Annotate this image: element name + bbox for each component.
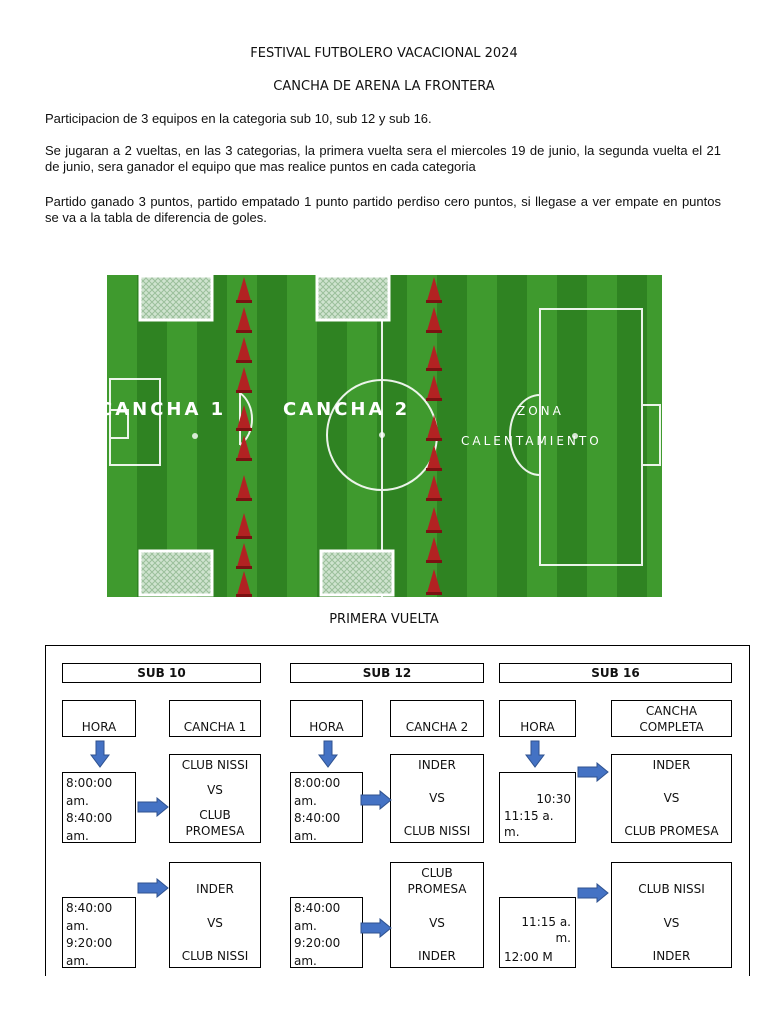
sub16-match2-times: 11:15 a. m. 12:00 M: [499, 897, 576, 968]
team-away: CLUB NISSI: [403, 824, 471, 838]
sub10-match2: INDER VS CLUB NISSI: [169, 862, 261, 968]
team-home: CLUB NISSI: [638, 882, 705, 896]
sub12-match1: INDER VS CLUB NISSI: [390, 754, 484, 843]
vs-label: VS: [663, 915, 680, 930]
time-end-suffix: am.: [294, 953, 317, 968]
arrow-down-icon: [318, 740, 338, 768]
paragraph-points: Partido ganado 3 puntos, partido empatad…: [45, 194, 721, 225]
field-label-calentamiento: CALENTAMIENTO: [461, 434, 602, 448]
vs-label: VS: [663, 791, 680, 805]
vs-label: VS: [429, 915, 445, 930]
time-start-suffix: am.: [294, 793, 317, 808]
time-start-suffix: am.: [66, 918, 89, 933]
arrow-right-icon: [360, 790, 392, 810]
cancha-completa-text: CANCHA COMPLETA: [639, 703, 704, 734]
vs-label: VS: [207, 915, 223, 930]
field-drawing: [107, 275, 662, 597]
vs-label: VS: [207, 783, 223, 797]
sub12-match2: CLUB PROMESA VS INDER: [390, 862, 484, 968]
vs-label: VS: [429, 791, 445, 805]
section-title-primera-vuelta: PRIMERA VUELTA: [329, 612, 439, 627]
field-label-cancha-2: CANCHA 2: [283, 399, 411, 420]
time-end: 9:20:00: [66, 936, 113, 950]
paragraph-participation: Participacion de 3 equipos en la categor…: [45, 111, 432, 126]
sub12-hora-label: HORA: [290, 700, 363, 737]
time-end-suffix: am.: [66, 828, 89, 843]
sub16-cancha-label: CANCHA COMPLETA: [611, 700, 732, 737]
time-end: 11:15 a. m.: [504, 809, 554, 839]
time-start-suffix: am.: [294, 918, 317, 933]
team-away: INDER: [652, 949, 691, 963]
time-start: 8:40:00: [294, 901, 341, 915]
sub12-cancha-label: CANCHA 2: [390, 700, 484, 737]
time-start: 10:30: [536, 792, 571, 806]
schedule-box: [45, 645, 750, 976]
sub10-match2-times: 8:40:00 am. 9:20:00 am.: [62, 897, 136, 968]
arrow-right-icon: [137, 878, 169, 898]
sub16-header: SUB 16: [499, 663, 732, 683]
team-away: CLUB PROMESA: [624, 824, 719, 838]
time-start: 8:40:00: [66, 901, 113, 915]
document-subtitle: CANCHA DE ARENA LA FRONTERA: [273, 79, 495, 94]
field-image: CANCHA 1 CANCHA 2 ZONA CALENTAMIENTO: [107, 275, 662, 597]
time-start-suffix: am.: [66, 793, 89, 808]
time-start: 8:00:00: [66, 776, 113, 790]
field-label-cancha-1: CANCHA 1: [107, 399, 227, 420]
sub10-match1-times: 8:00:00 am. 8:40:00 am.: [62, 772, 136, 843]
sub16-match1: INDER VS CLUB PROMESA: [611, 754, 732, 843]
sub10-cancha-label: CANCHA 1: [169, 700, 261, 737]
arrow-right-icon: [360, 918, 392, 938]
arrow-down-icon: [90, 740, 110, 768]
time-start: 8:00:00: [294, 776, 341, 790]
team-away: CLUB NISSI: [181, 949, 249, 963]
sub16-match2: CLUB NISSI VS INDER: [611, 862, 732, 968]
field-label-zona: ZONA: [517, 404, 564, 418]
time-end: 8:40:00: [294, 811, 341, 825]
sub16-match1-times: 10:30 11:15 a. m.: [499, 772, 576, 843]
time-end: 9:20:00: [294, 936, 341, 950]
sub10-header: SUB 10: [62, 663, 261, 683]
time-end: 12:00 M: [504, 950, 553, 964]
team-home: CLUB PROMESA: [407, 866, 467, 896]
arrow-right-icon: [577, 883, 609, 903]
team-home: CLUB NISSI: [181, 758, 249, 772]
arrow-right-icon: [137, 797, 169, 817]
arrow-right-icon: [577, 762, 609, 782]
sub12-match1-times: 8:00:00 am. 8:40:00 am.: [290, 772, 363, 843]
team-away: CLUB PROMESA: [185, 808, 245, 838]
time-end-suffix: am.: [66, 953, 89, 968]
team-away: INDER: [418, 949, 456, 963]
team-home: INDER: [418, 758, 456, 772]
sub10-hora-label: HORA: [62, 700, 136, 737]
sub10-match1: CLUB NISSI VS CLUB PROMESA: [169, 754, 261, 843]
sub12-match2-times: 8:40:00 am. 9:20:00 am.: [290, 897, 363, 968]
time-end: 8:40:00: [66, 811, 113, 825]
team-home: INDER: [196, 882, 234, 896]
sub16-hora-label: HORA: [499, 700, 576, 737]
time-start: 11:15 a. m.: [521, 915, 571, 945]
paragraph-rounds: Se jugaran a 2 vueltas, en las 3 categor…: [45, 143, 721, 174]
sub12-header: SUB 12: [290, 663, 484, 683]
time-end-suffix: am.: [294, 828, 317, 843]
document-title: FESTIVAL FUTBOLERO VACACIONAL 2024: [250, 46, 518, 61]
team-home: INDER: [652, 758, 691, 772]
arrow-down-icon: [525, 740, 545, 768]
